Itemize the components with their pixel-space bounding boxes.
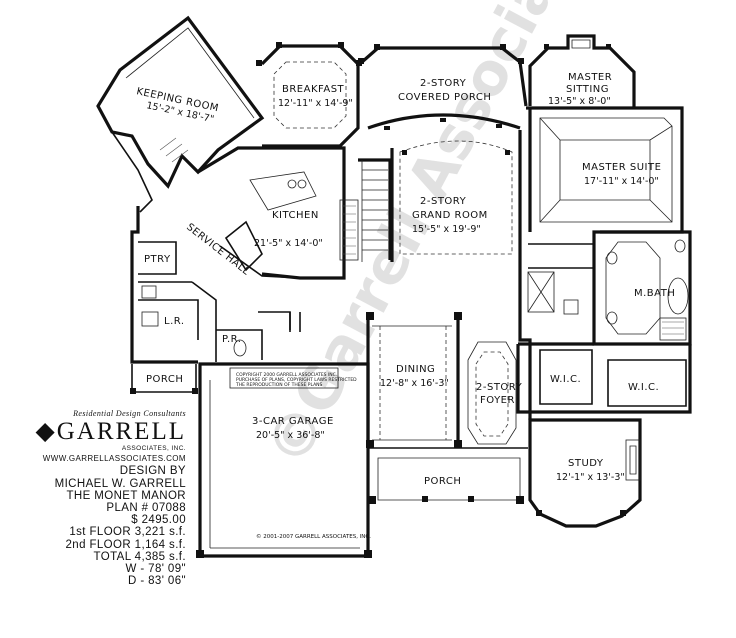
grand-room-label-1: 2-STORY — [420, 196, 467, 207]
pantry-label: PTRY — [144, 254, 171, 265]
covered-porch-label-1: 2-STORY — [420, 78, 467, 89]
foyer-label-1: 2-STORY — [476, 382, 523, 393]
garage-label: 3-CAR GARAGE — [252, 416, 334, 427]
master-bath-label: M.BATH — [634, 288, 675, 299]
grand-room-walls — [390, 130, 522, 262]
kitchen-walls — [197, 146, 359, 280]
service-hall-label: SERVICE HALL — [184, 222, 251, 278]
copyright-box-line3: THE REPRODUCTION OF THESE PLANS — [235, 382, 323, 388]
study-walls — [528, 418, 642, 528]
side-porch-label: PORCH — [146, 374, 183, 385]
front-porch-label: PORCH — [424, 476, 461, 487]
brand-name: GARRELL — [56, 418, 186, 446]
master-suite-dims: 17'-11" x 14'-0" — [584, 176, 659, 187]
covered-porch-walls — [358, 44, 528, 130]
copyright-small: © 2001-2007 GARRELL ASSOCIATES, INC. — [256, 533, 371, 540]
master-sitting-label-1: MASTER — [568, 72, 612, 83]
study-label: STUDY — [568, 458, 604, 469]
plan-price: $ 2495.00 — [131, 514, 186, 527]
dining-dims: 12'-8" x 16'-3" — [380, 378, 449, 389]
master-sitting-dims: 13'-5" x 8'-0" — [548, 96, 611, 107]
brand-logo: ◆GARRELL — [18, 418, 186, 446]
wic-left-label: W.I.C. — [550, 374, 581, 385]
foyer-walls — [467, 262, 532, 445]
breakfast-dims: 12'-11" x 14'-9" — [278, 98, 353, 109]
plan-number: PLAN # 07088 — [106, 502, 186, 515]
master-suite-label: MASTER SUITE — [582, 162, 661, 173]
closet-walls — [516, 243, 692, 414]
stairs — [358, 158, 392, 262]
master-sitting-label-2: SITTING — [566, 84, 609, 95]
website-url: WWW.GARRELLASSOCIATES.COM — [42, 454, 186, 464]
master-sitting-walls — [528, 34, 636, 108]
designer-name: MICHAEL W. GARRELL — [54, 477, 186, 490]
kitchen-label: KITCHEN — [272, 210, 319, 221]
brand-diamond-icon: ◆ — [35, 418, 57, 446]
dining-label: DINING — [396, 364, 435, 375]
keeping-room-walls — [96, 15, 265, 213]
design-by: DESIGN BY — [119, 465, 186, 478]
tagline: Residential Design Consultants — [73, 409, 186, 418]
breakfast-label: BREAKFAST — [282, 84, 345, 95]
grand-room-dims: 15'-5" x 19'-9" — [412, 224, 481, 235]
first-floor-area: 1st FLOOR 3,221 s.f. — [69, 526, 186, 539]
garage-walls — [196, 362, 372, 558]
study-dims: 12'-1" x 13'-3" — [556, 472, 625, 483]
total-area: TOTAL 4,385 s.f. — [93, 550, 186, 563]
copyright-box-line1: COPYRIGHT 2000 GARRELL ASSOCIATES INC. — [236, 372, 337, 378]
brand-sub: ASSOCIATES, INC. — [121, 445, 186, 453]
covered-porch-label-2: COVERED PORCH — [398, 92, 491, 103]
front-porch-walls — [368, 447, 528, 504]
powder-label: P.R. — [222, 334, 241, 345]
copyright-box-line2: PURCHASE OF PLANS, COPYRIGHT LAWS RESTRI… — [236, 377, 357, 383]
foyer-label-2: FOYER — [480, 395, 515, 406]
service-wing-walls — [130, 206, 291, 364]
kitchen-dims: 21'-5" x 14'-0" — [254, 238, 323, 249]
plan-width: W - 78' 09" — [125, 563, 186, 576]
grand-room-label-2: GRAND ROOM — [412, 210, 488, 221]
plan-info-block: Residential Design Consultants ◆GARRELL … — [18, 408, 186, 587]
side-porch-walls — [130, 364, 198, 394]
laundry-label: L.R. — [164, 316, 185, 327]
wic-right-label: W.I.C. — [628, 382, 659, 393]
garage-dims: 20'-5" x 36'-8" — [256, 430, 325, 441]
plan-name: THE MONET MANOR — [66, 489, 186, 502]
plan-depth: D - 83' 06" — [128, 575, 186, 588]
dining-walls — [289, 312, 462, 448]
second-floor-area: 2nd FLOOR 1,164 s.f. — [65, 538, 186, 551]
